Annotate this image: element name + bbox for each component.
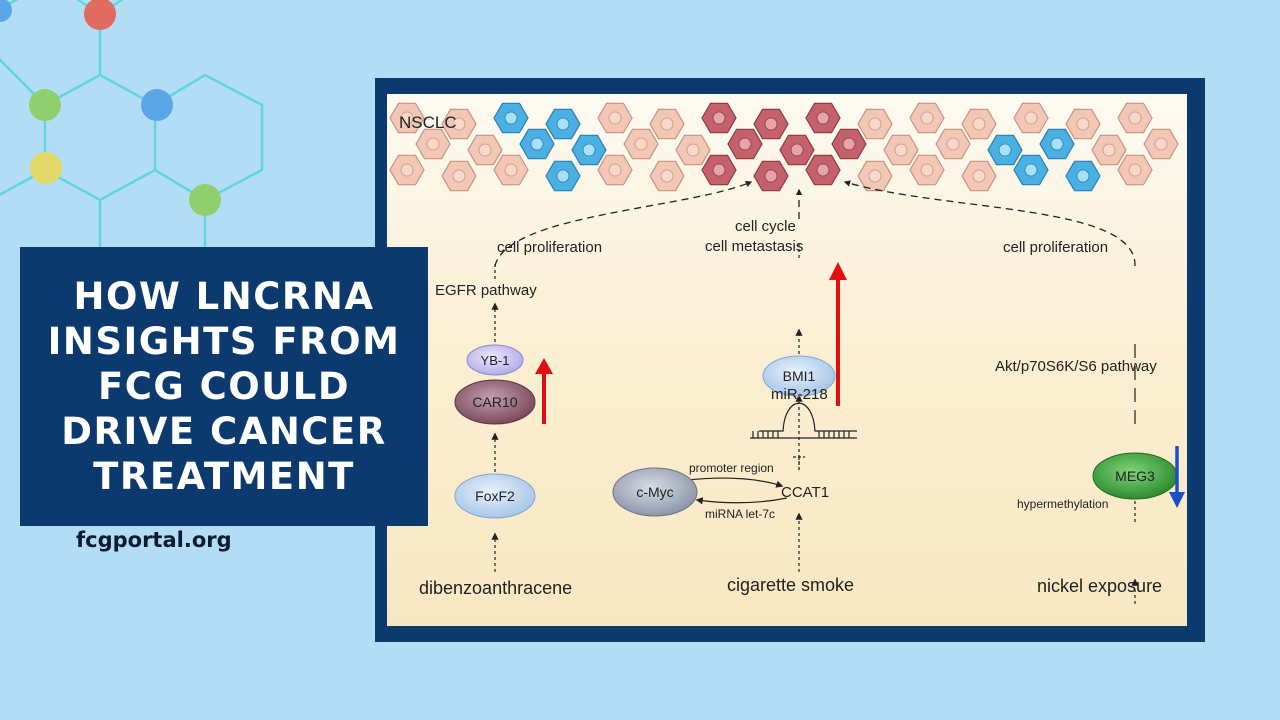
tissue-cell [857, 108, 893, 140]
molecule-node-red [84, 0, 116, 30]
tissue-cell [1013, 102, 1049, 134]
tissue-cell [597, 154, 633, 186]
arrow-ccat1-to-cmyc [695, 497, 788, 505]
bmi1-up-arrow [829, 262, 847, 406]
middle-effect-1-label: cell cycle [735, 218, 796, 235]
tissue-cell [649, 160, 685, 192]
tissue-cell [961, 160, 997, 192]
arrow-right-to-tumor [843, 180, 1136, 267]
tissue-cell [415, 128, 451, 160]
right-effect-label: cell proliferation [1003, 239, 1109, 256]
tissue-cell [1013, 154, 1049, 186]
tissue-cell [519, 128, 555, 160]
molecule-node-green [29, 89, 61, 121]
left-exposure-label: dibenzoanthracene [419, 578, 573, 598]
middle-effect-2-label: cell metastasis [705, 238, 804, 255]
tissue-cell [1039, 128, 1075, 160]
tissue-cell [909, 102, 945, 134]
tissue-cell [805, 154, 841, 186]
bmi1-label: BMI1 [782, 368, 816, 384]
bmi1-node [762, 355, 836, 397]
yb1-label: YB-1 [480, 352, 510, 368]
nsclc-tissue-cells [389, 102, 1179, 192]
tissue-cell [545, 160, 581, 192]
mirna-hairpin [759, 402, 857, 432]
tissue-cell [1091, 134, 1127, 166]
diagram-frame: NSCLC cell proliferation EGFR pathway YB… [375, 78, 1205, 642]
tissue-cell [597, 102, 633, 134]
tissue-cell [857, 160, 893, 192]
inhibit-ccat1-mir218 [793, 456, 805, 470]
tissue-cell [753, 160, 789, 192]
mir218-label: miR-218 [771, 386, 828, 403]
tissue-cell [1065, 160, 1101, 192]
tissue-cell [493, 154, 529, 186]
lncrna-pathway-diagram: NSCLC cell proliferation EGFR pathway YB… [387, 94, 1187, 626]
tissue-cell [935, 128, 971, 160]
car10-label: CAR10 [472, 394, 518, 410]
tissue-cell [987, 134, 1023, 166]
right-pathway-label: Akt/p70S6K/S6 pathway [995, 358, 1157, 375]
cmyc-label: c-Myc [636, 484, 674, 500]
mirna-ticks [752, 431, 850, 438]
car10-node [454, 379, 536, 425]
molecule-node-yellow [30, 152, 62, 184]
ccat1-label: CCAT1 [781, 484, 830, 501]
yb1-node [466, 344, 524, 376]
tissue-cell [831, 128, 867, 160]
tissue-cell [441, 108, 477, 140]
article-title: How lncRNA Insights From FCG Could Drive… [47, 275, 401, 498]
tissue-cell [779, 134, 815, 166]
tissue-cell [701, 102, 737, 134]
tissue-cell [753, 108, 789, 140]
tissue-cell [389, 102, 425, 134]
title-card: How lncRNA Insights From FCG Could Drive… [20, 247, 428, 526]
left-pathway-label: EGFR pathway [435, 282, 537, 299]
tissue-cell [571, 134, 607, 166]
left-effect-label: cell proliferation [497, 239, 603, 256]
tissue-cell [493, 102, 529, 134]
let7c-label: miRNA let-7c [705, 507, 776, 521]
tissue-cell [389, 154, 425, 186]
arrow-left-to-tumor [494, 181, 753, 267]
tissue-cell [1117, 102, 1153, 134]
promoter-label: promoter region [689, 461, 774, 475]
cmyc-node [612, 467, 698, 517]
molecule-hexagon-decoration [0, 0, 264, 255]
foxf2-node [454, 473, 536, 519]
tissue-label: NSCLC [399, 113, 457, 132]
tissue-cell [1117, 154, 1153, 186]
tissue-cell [701, 154, 737, 186]
car10-up-arrow [535, 358, 553, 424]
tissue-cell [883, 134, 919, 166]
tissue-cell [727, 128, 763, 160]
tissue-cell [1143, 128, 1179, 160]
tissue-cell [961, 108, 997, 140]
tissue-cell [649, 108, 685, 140]
arrow-cmyc-to-ccat1 [686, 477, 784, 488]
molecule-node-blue [0, 0, 12, 22]
foxf2-label: FoxF2 [475, 488, 515, 504]
tissue-cell [805, 102, 841, 134]
meg3-label: MEG3 [1115, 468, 1155, 484]
tissue-cell [545, 108, 581, 140]
molecule-node-blue [141, 89, 173, 121]
molecule-node-green [189, 184, 221, 216]
right-exposure-label: nickel exposure [1037, 576, 1163, 596]
tissue-cell [623, 128, 659, 160]
tissue-cell [909, 154, 945, 186]
tissue-cell [467, 134, 503, 166]
tissue-cell [675, 134, 711, 166]
hypermethylation-label: hypermethylation [1017, 497, 1109, 511]
site-link[interactable]: fcgportal.org [76, 528, 232, 552]
tissue-cell [1065, 108, 1101, 140]
middle-exposure-label: cigarette smoke [727, 575, 855, 595]
meg3-down-arrow [1169, 446, 1185, 508]
tissue-cell [441, 160, 477, 192]
